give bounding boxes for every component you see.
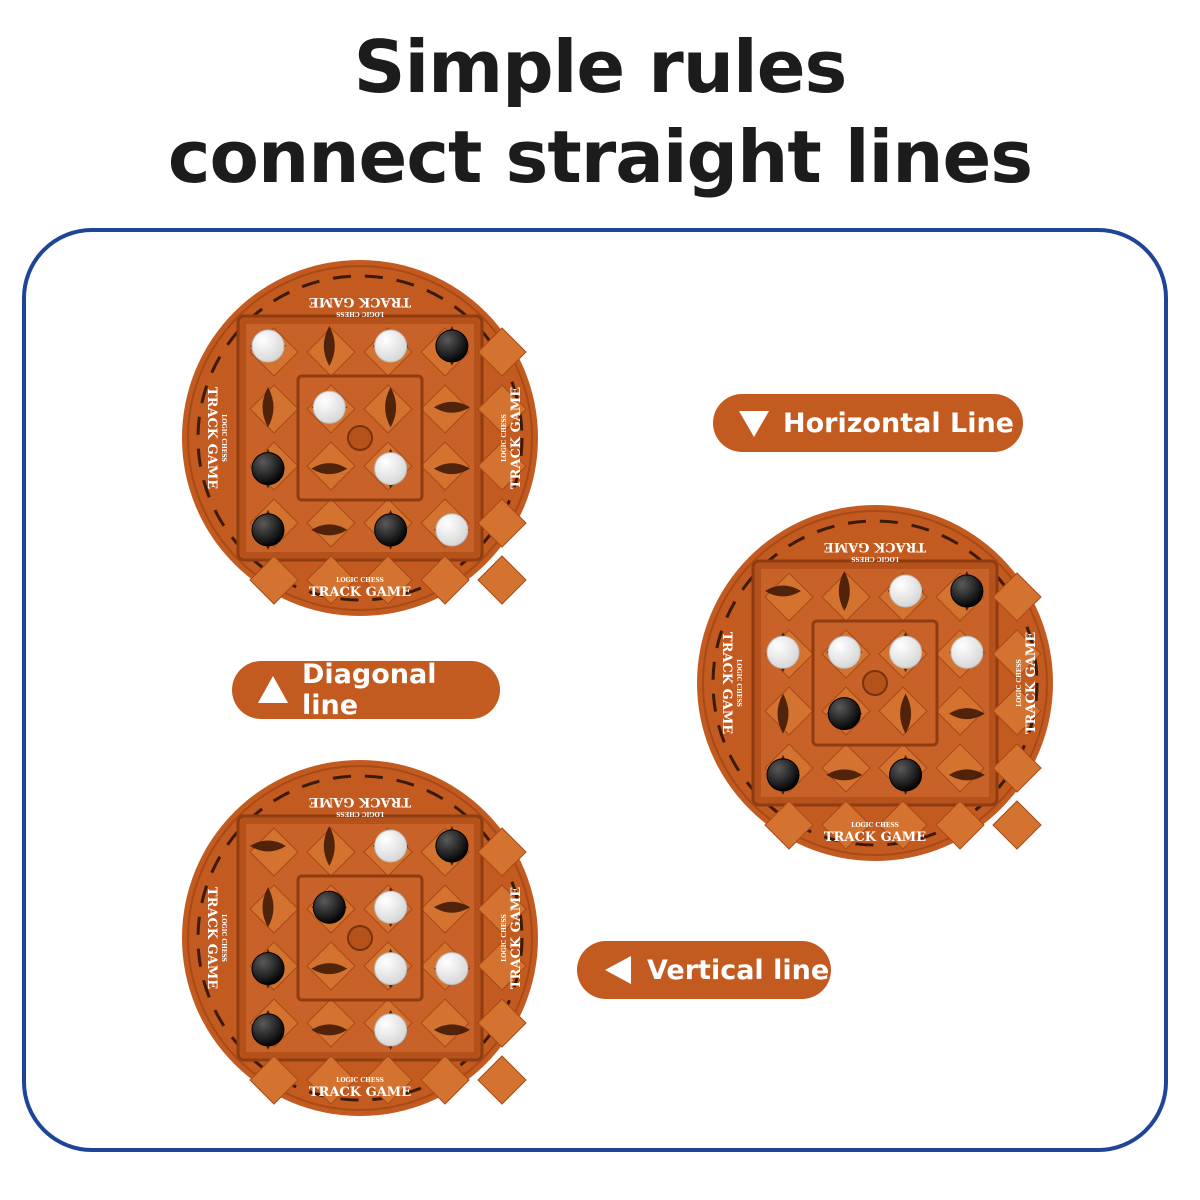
board-subtitle-text: LOGIC CHESS <box>336 1077 384 1084</box>
white-ball <box>251 329 285 363</box>
black-ball <box>374 513 408 547</box>
board-rim-dashes <box>196 274 524 602</box>
white-ball <box>889 635 923 669</box>
headline: Simple rules connect straight lines <box>0 22 1200 202</box>
black-ball <box>827 697 861 731</box>
board-brand-text: TRACK GAME <box>1024 632 1039 734</box>
white-ball <box>766 635 800 669</box>
board-brand-text: TRACK GAME <box>309 585 411 600</box>
vertical-line-text: Vertical line <box>647 954 830 986</box>
black-ball <box>251 452 285 486</box>
triangle-up-icon <box>256 673 290 707</box>
black-ball <box>251 952 285 986</box>
triangle-left-icon <box>601 953 635 987</box>
black-ball <box>251 513 285 547</box>
board-subtitle-text: LOGIC CHESS <box>336 310 384 317</box>
board-brand-text: TRACK GAME <box>204 387 219 489</box>
white-ball <box>827 635 861 669</box>
white-ball <box>435 952 469 986</box>
white-ball <box>374 890 408 924</box>
board-subtitle-text: LOGIC CHESS <box>501 914 508 962</box>
headline-line-2: connect straight lines <box>167 115 1033 199</box>
board-subtitle-text: LOGIC CHESS <box>851 555 899 562</box>
white-ball <box>950 635 984 669</box>
black-ball <box>312 890 346 924</box>
vertical-line-label: Vertical line <box>577 941 831 999</box>
white-ball <box>374 1013 408 1047</box>
content-frame <box>22 228 1168 1152</box>
board-rim-dashes <box>196 774 524 1102</box>
board-brand-text: TRACK GAME <box>509 387 524 489</box>
white-ball <box>312 390 346 424</box>
diagonal-line-text: Diagonal line <box>302 659 437 721</box>
board-brand-text: TRACK GAME <box>824 830 926 845</box>
board-brand-text: TRACK GAME <box>309 794 411 809</box>
board-subtitle-text: LOGIC CHESS <box>735 659 742 707</box>
board-brand-text: TRACK GAME <box>204 887 219 989</box>
horizontal-line-label: Horizontal Line <box>713 394 1023 452</box>
white-ball <box>374 952 408 986</box>
black-ball <box>435 329 469 363</box>
headline-line-1: Simple rules <box>353 25 848 109</box>
black-ball <box>889 758 923 792</box>
white-ball <box>435 513 469 547</box>
black-ball <box>435 829 469 863</box>
white-ball <box>889 574 923 608</box>
board-subtitle-text: LOGIC CHESS <box>1016 659 1023 707</box>
black-ball <box>251 1013 285 1047</box>
diagonal-line-label: Diagonal line <box>232 659 500 721</box>
horizontal-line-text: Horizontal Line <box>783 407 1014 439</box>
triangle-down-icon <box>737 406 771 440</box>
black-ball <box>766 758 800 792</box>
board-brand-text: TRACK GAME <box>309 1085 411 1100</box>
board-brand-text: TRACK GAME <box>719 632 734 734</box>
black-ball <box>950 574 984 608</box>
board-subtitle-text: LOGIC CHESS <box>501 414 508 462</box>
board-subtitle-text: LOGIC CHESS <box>336 810 384 817</box>
white-ball <box>374 452 408 486</box>
board-subtitle-text: LOGIC CHESS <box>851 822 899 829</box>
board-brand-text: TRACK GAME <box>824 539 926 554</box>
board-brand-text: TRACK GAME <box>309 294 411 309</box>
board-subtitle-text: LOGIC CHESS <box>220 414 227 462</box>
board-subtitle-text: LOGIC CHESS <box>220 914 227 962</box>
white-ball <box>374 329 408 363</box>
white-ball <box>374 829 408 863</box>
board-rim-dashes <box>711 519 1039 847</box>
board-brand-text: TRACK GAME <box>509 887 524 989</box>
board-subtitle-text: LOGIC CHESS <box>336 577 384 584</box>
